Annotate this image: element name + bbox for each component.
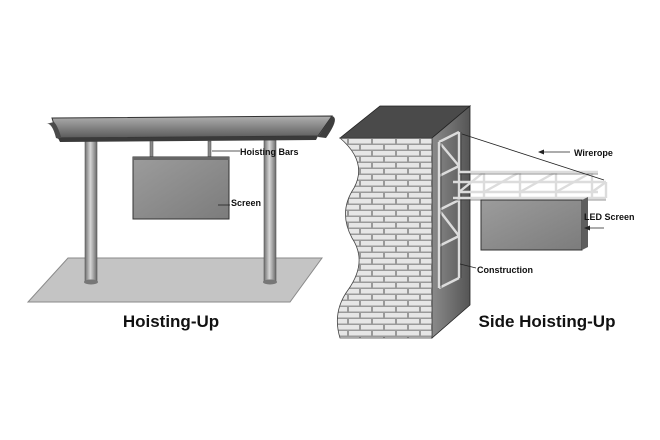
wirerope-arrow bbox=[538, 149, 544, 155]
wirerope-label: Wirerope bbox=[574, 148, 613, 158]
hanging-screen bbox=[132, 156, 230, 220]
ground-slab bbox=[26, 257, 323, 303]
left-pole bbox=[84, 139, 98, 283]
led-screen bbox=[480, 199, 583, 251]
hoisting-bars bbox=[149, 140, 212, 159]
construction-label: Construction bbox=[477, 265, 533, 275]
left-figure-hoisting-up: Hoisting Bars Screen Hoisting-Up bbox=[26, 115, 335, 331]
wall-face bbox=[431, 105, 471, 339]
side-hoisting-up-caption: Side Hoisting-Up bbox=[479, 312, 616, 331]
right-pole-base bbox=[263, 279, 277, 285]
left-pole-base bbox=[84, 279, 98, 285]
construction-scaffold-shadow bbox=[440, 132, 462, 288]
screen-top-edge bbox=[133, 157, 229, 160]
screen-label: Screen bbox=[231, 198, 261, 208]
cantilever-truss bbox=[453, 170, 608, 201]
brick-wall bbox=[336, 137, 433, 339]
hoisting-bars-label: Hoisting Bars bbox=[240, 147, 299, 157]
construction-leader bbox=[459, 263, 477, 269]
led-screen-label: LED Screen bbox=[584, 212, 635, 222]
hoisting-up-caption: Hoisting-Up bbox=[123, 312, 219, 331]
led-screen-side bbox=[582, 197, 588, 250]
construction-scaffold bbox=[437, 130, 461, 290]
led-screen-arrow bbox=[584, 225, 590, 231]
canopy-roof bbox=[46, 115, 335, 142]
right-figure-side-hoisting-up: Wirerope LED Screen Construction Side Ho… bbox=[336, 105, 635, 339]
wirerope bbox=[461, 133, 605, 181]
right-pole bbox=[263, 139, 277, 283]
